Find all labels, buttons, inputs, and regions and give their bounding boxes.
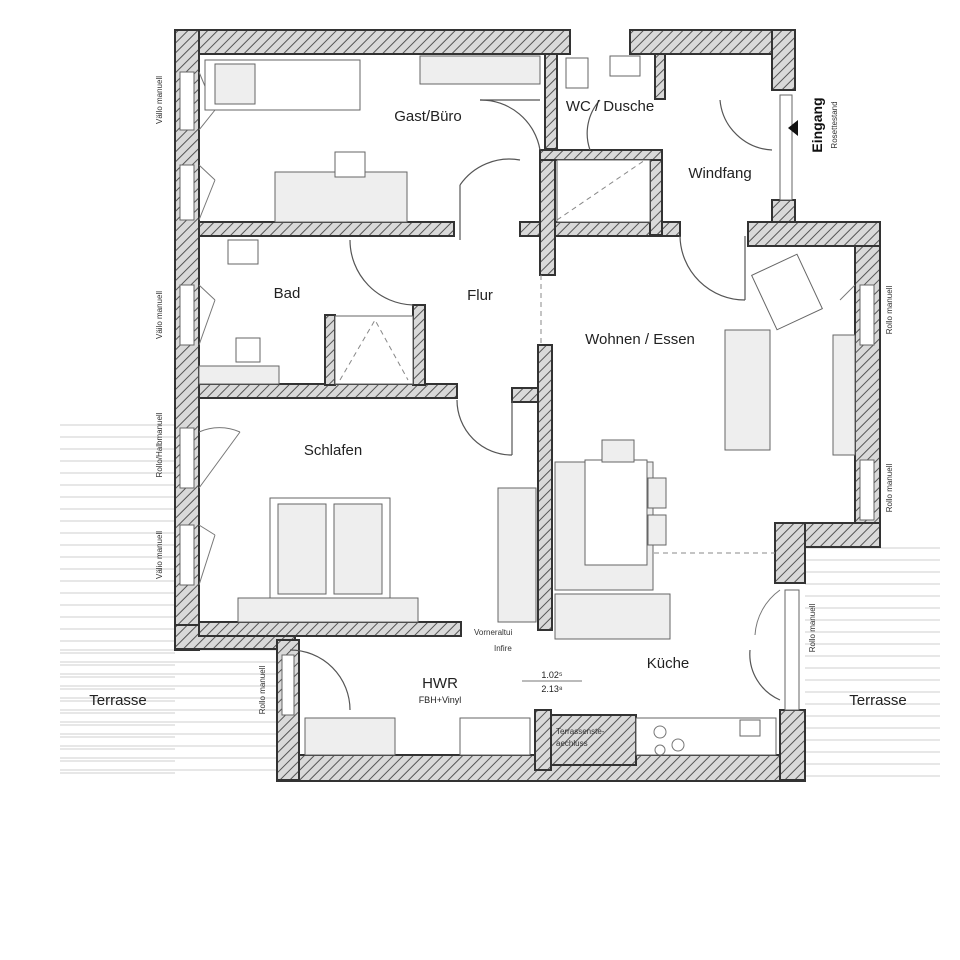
room-wohnen-label: Wohnen / Essen [585,331,695,348]
window-label-3: Rollo/Halbmanuell [155,412,164,477]
room-bad-label: Bad [274,285,301,302]
furniture [198,55,856,756]
room-kueche-label: Küche [647,655,690,672]
room-hwr-floor-label: FBH+Vinyl [419,695,462,705]
entrance-arrow-icon [788,120,798,136]
walls [174,29,881,782]
annotation-infire: Infire [494,644,512,653]
entrance-sub-label: Rosettestand [830,101,839,148]
terrace-right [805,547,940,777]
window-label-7: Rollo manuell [885,464,894,513]
doors [289,99,781,711]
room-windfang-label: Windfang [688,165,751,182]
windows-left [179,71,875,716]
window-label-2: Väilo manuell [155,291,164,339]
room-flur-label: Flur [467,287,493,304]
window-label-1: Vällo manuell [155,76,164,124]
room-wc-label: WC / Dusche [566,98,654,115]
annotation-vorner: Vorneraltui [474,628,512,637]
room-gast-label: Gast/Büro [394,108,462,125]
dimension-top: 1.02⁵ [541,670,563,680]
window-swings [198,71,856,636]
window-label-5: Rollo manuell [258,666,267,715]
entrance-label: Eingang [809,97,825,152]
window-label-4: Välio manuell [155,531,164,579]
annotation-terrassen: Terrassenste- [556,727,605,736]
terrace-left [60,424,277,774]
terrace-left-label: Terrasse [89,692,147,709]
annotation-anschluss: aechluss [556,739,588,748]
dimension-bottom: 2.13⁸ [541,684,563,694]
window-label-8: Rollo manuell [808,604,817,653]
room-schlafen-label: Schlafen [304,442,362,459]
window-label-6: Rollo manuell [885,286,894,335]
terrace-right-label: Terrasse [849,692,907,709]
room-hwr-label: HWR [422,675,458,692]
